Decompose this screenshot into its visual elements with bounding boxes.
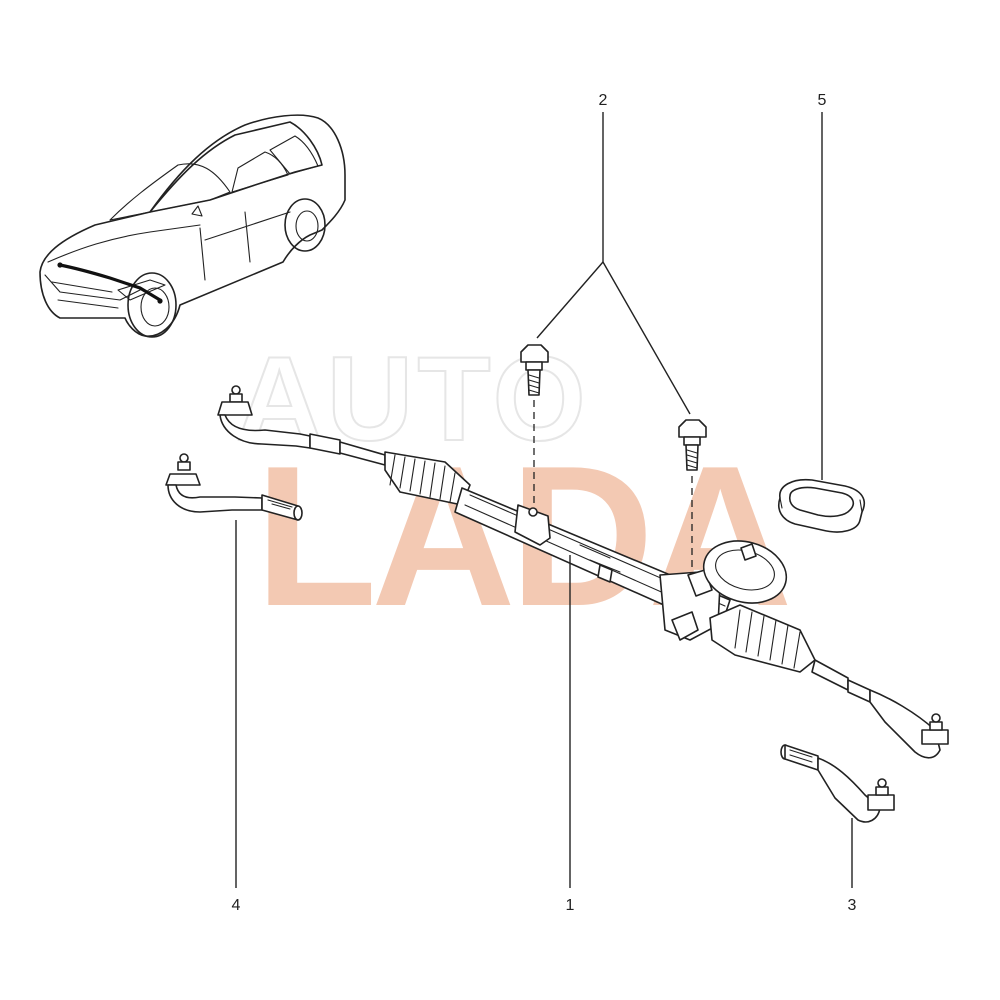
part-5-seal (778, 478, 866, 533)
leader-2-branch-b (602, 261, 691, 415)
leader-lines (235, 112, 853, 888)
part-4-tie-rod-end-left (165, 453, 303, 521)
callout-5: 5 (818, 92, 827, 109)
leader-2-branch-a (536, 261, 604, 339)
callout-3: 3 (848, 897, 857, 914)
car-illustration (39, 114, 346, 338)
part-2-bolts (520, 344, 707, 572)
callout-4: 4 (232, 897, 241, 914)
callouts: 2 5 4 1 3 (232, 92, 857, 914)
part-1-steering-rack (217, 385, 949, 759)
part-3-tie-rod-end-right (780, 744, 895, 823)
callout-1: 1 (566, 897, 575, 914)
callout-2: 2 (599, 92, 608, 109)
